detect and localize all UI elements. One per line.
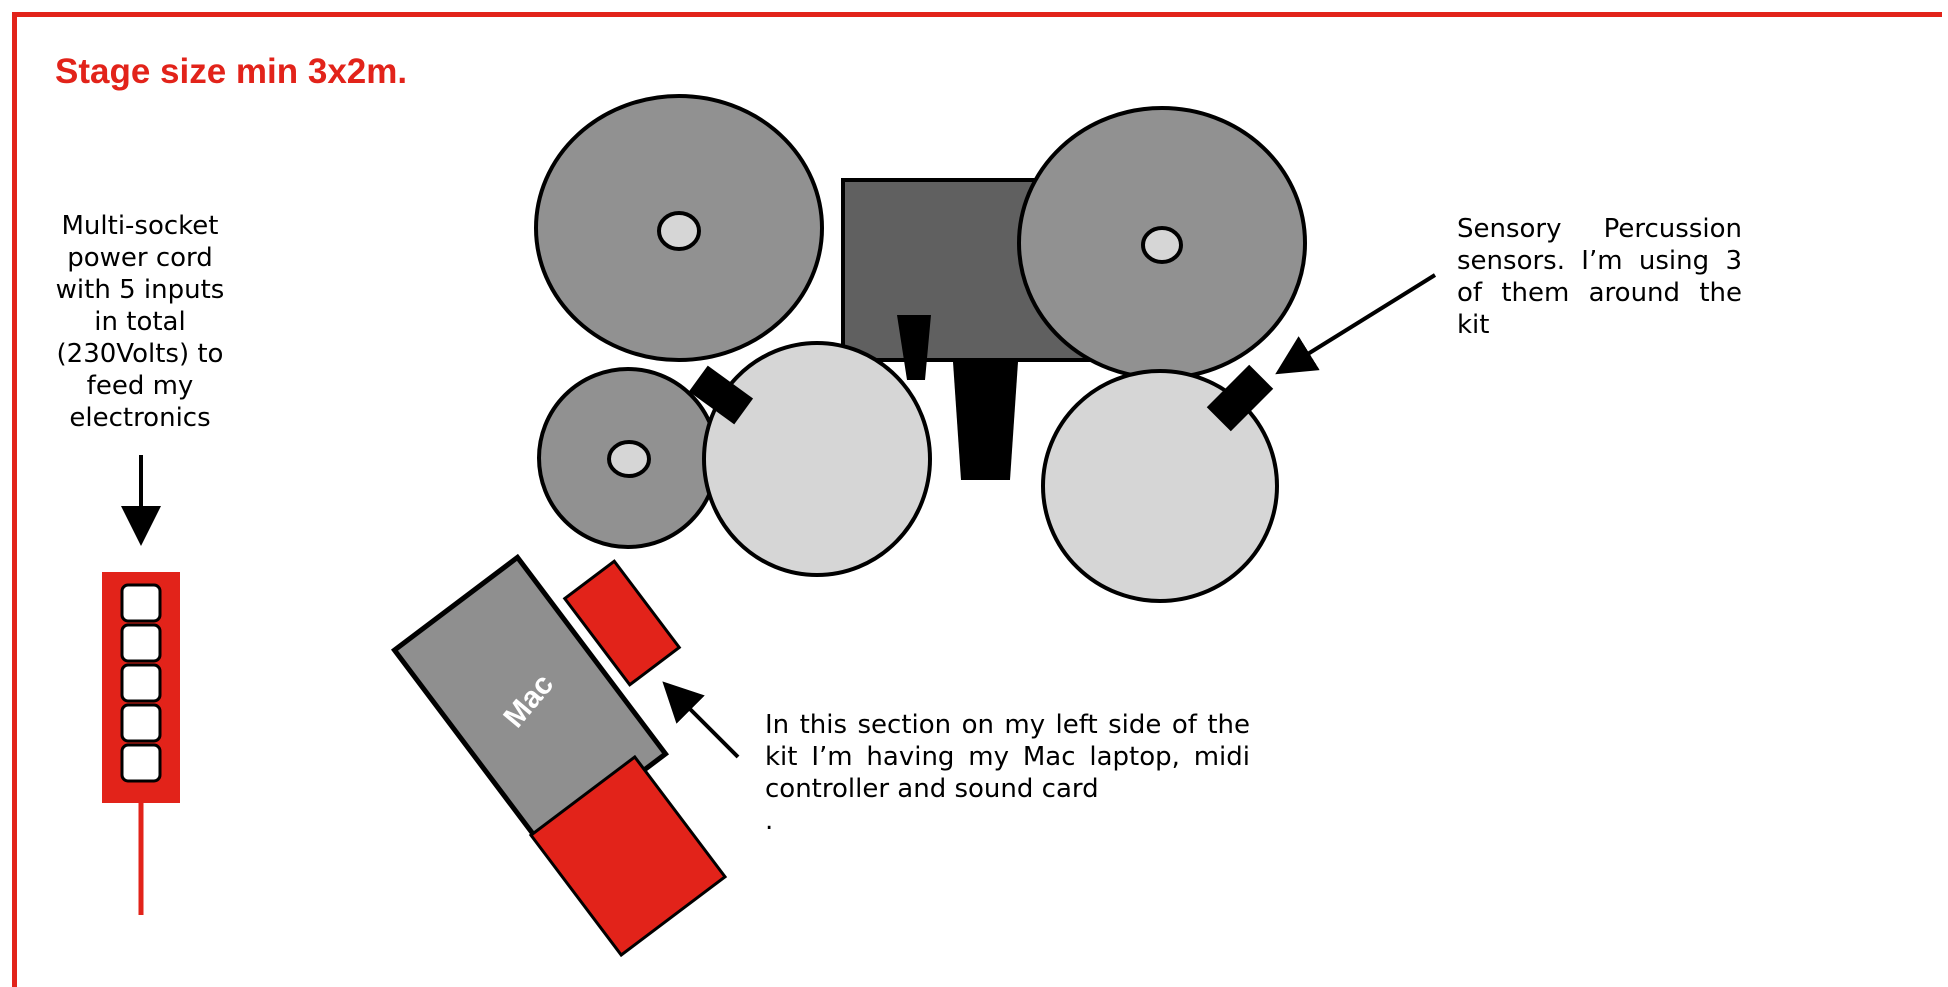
- stage-border: [12, 12, 1942, 987]
- pedal-left: [897, 315, 931, 380]
- sensor-arrow: [1275, 273, 1437, 375]
- left-section-arrow: [662, 681, 740, 759]
- floor-tom: [1041, 369, 1279, 603]
- page-title: Stage size min 3x2m.: [55, 52, 408, 91]
- pedal-right: [953, 362, 1018, 480]
- cymbal-left-bell: [657, 211, 701, 251]
- power-socket: [120, 743, 162, 783]
- left-section-note: In this section on my left side of the k…: [765, 709, 1250, 837]
- power-strip: [102, 572, 180, 915]
- cymbal-right-bell: [1141, 226, 1183, 264]
- power-socket: [120, 703, 162, 743]
- power-socket: [120, 623, 162, 663]
- power-cord-note: Multi-socket power cord with 5 inputs in…: [55, 211, 225, 433]
- snare-drum: [702, 341, 932, 577]
- left-section-note-line: .: [765, 806, 774, 836]
- midi-controller: [562, 559, 682, 687]
- hihat-bell: [607, 440, 651, 478]
- left-section-note-line: kit I’m having my Mac laptop, midi: [765, 742, 1250, 772]
- sound-card: [528, 754, 728, 958]
- sensor-left: [688, 365, 754, 425]
- sensor-right: [1206, 364, 1274, 432]
- left-section-note-line: In this section on my left side of the: [765, 710, 1250, 740]
- left-section-note-line: controller and sound card: [765, 774, 1099, 804]
- power-socket: [120, 663, 162, 703]
- sensors-note: Sensory Percussion sensors. I’m using 3 …: [1457, 214, 1742, 340]
- power-socket: [120, 583, 162, 623]
